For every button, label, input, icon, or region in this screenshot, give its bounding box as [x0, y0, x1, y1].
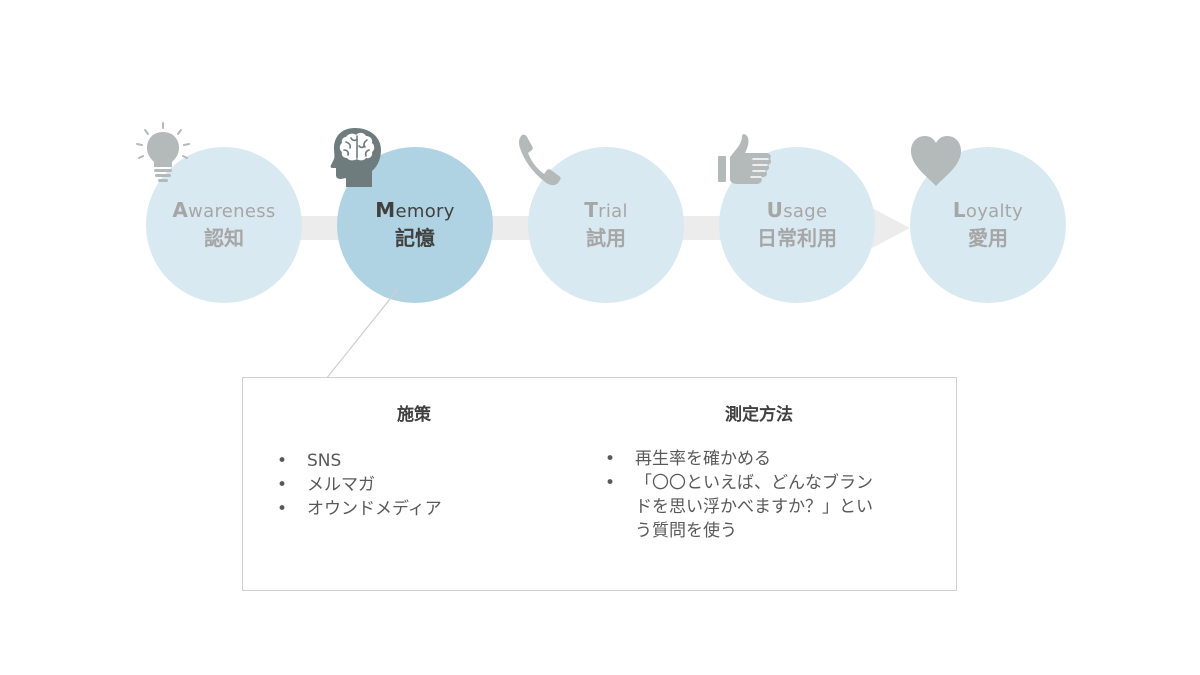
stage-title-en: Usage: [766, 198, 828, 222]
stage-title-jp: 認知: [204, 226, 244, 250]
thumbs-up-icon: [718, 134, 772, 184]
stage-title-en: Memory: [375, 198, 455, 222]
list-item: •メルマガ: [277, 475, 375, 495]
stage-title-en: Loyalty: [952, 198, 1024, 222]
stage-title-jp: 愛用: [968, 226, 1008, 250]
list-item: •SNS: [277, 451, 342, 471]
bullet: •: [277, 451, 288, 471]
evaluation-list: •再生率を確かめる •「〇〇といえば、どんなブランドを思い浮かべますか？」という…: [605, 447, 873, 543]
stage-usage[interactable]: Usage 日常利用: [719, 147, 875, 303]
heart-icon: [911, 136, 961, 186]
detail-panel: 施策 •SNS •メルマガ •オウンドメディア 測定方法 •再生率を確かめる •…: [242, 377, 957, 591]
lightbulb-icon: [136, 122, 190, 182]
list-item: •「〇〇といえば、どんなブランドを思い浮かべますか？」という質問を使う: [605, 473, 873, 541]
measures-list: •SNS •メルマガ •オウンドメディア: [277, 449, 442, 521]
brain-head-icon: [330, 128, 381, 187]
stage-title-jp: 記憶: [395, 226, 435, 250]
stage-awareness[interactable]: Awareness 認知: [146, 147, 302, 303]
stage-title-en: Trial: [584, 198, 628, 222]
stage-title-jp: 試用: [586, 226, 626, 250]
list-item: •再生率を確かめる: [605, 449, 771, 469]
measures-title: 施策: [397, 405, 431, 425]
evaluation-title: 測定方法: [725, 405, 793, 425]
stage-title-jp: 日常利用: [757, 226, 837, 250]
bullet: •: [277, 499, 288, 519]
list-item: •オウンドメディア: [277, 499, 442, 519]
phone-icon: [518, 134, 561, 186]
bullet: •: [277, 475, 288, 495]
stage-title-en: Awareness: [172, 198, 276, 222]
bullet: •: [605, 473, 616, 493]
bullet: •: [605, 449, 616, 469]
